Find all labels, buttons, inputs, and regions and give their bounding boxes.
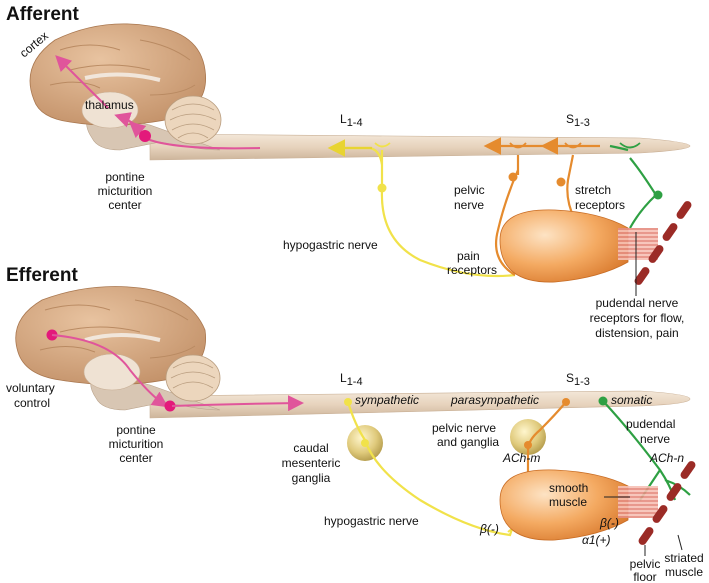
afferent-l-segment: L1-4 [340, 112, 363, 129]
smooth-muscle-label-1: smooth [549, 481, 588, 495]
efferent-bladder [499, 469, 658, 541]
efferent-pmc-label-3: center [119, 451, 152, 465]
afferent-pelvic-dot [508, 172, 518, 182]
pain-label-1: pain [457, 249, 480, 263]
efferent-brain [15, 286, 221, 411]
afferent-pmc-label-1: pontine [105, 170, 145, 184]
efferent-panel: Efferent voluntary control pontine mictu… [6, 265, 704, 583]
afferent-pudendal-dot [653, 190, 663, 200]
afferent-pudendal-nerve [609, 144, 657, 229]
afferent-pathway-to-thalamus [129, 121, 261, 150]
afferent-pmc-label-3: center [108, 198, 141, 212]
pain-label-2: receptors [447, 263, 497, 277]
afferent-brain [29, 23, 222, 151]
afferent-pudendal-label-1: pudendal nerve [596, 296, 679, 310]
striated-label-1: striated [664, 551, 703, 565]
afferent-s-segment: S1-3 [566, 112, 590, 129]
afferent-striated-muscle [634, 201, 692, 285]
caudal-label-2: mesenteric [282, 456, 341, 470]
afferent-spinal-cord [149, 133, 691, 161]
beta-minus-left-label: β(-) [479, 522, 499, 536]
efferent-pmc-dot [164, 400, 176, 412]
pelvic-ganglia-label-1: pelvic nerve [432, 421, 496, 435]
afferent-pmc-dot [139, 130, 151, 142]
smooth-muscle-label-2: muscle [549, 495, 587, 509]
alpha-plus-label: α1(+) [582, 533, 611, 547]
efferent-title: Efferent [6, 265, 78, 286]
ach-m-label: ACh-m [502, 451, 540, 465]
efferent-pathway-pmc-to-cord [171, 395, 304, 412]
afferent-pmc-label-2: micturition [98, 184, 153, 198]
pelvic-floor-label-2: floor [633, 570, 656, 583]
afferent-pathway-to-thalamus-2 [114, 112, 141, 129]
pelvic-ganglia-label-2: and ganglia [437, 435, 499, 449]
afferent-cerebellum [164, 95, 222, 145]
sympathetic-label: sympathetic [355, 393, 419, 407]
efferent-pathway-cortex-to-pmc [51, 334, 169, 408]
efferent-hypogastric-nerve [346, 401, 517, 537]
caudal-label-3: ganglia [292, 471, 331, 485]
afferent-pudendal-label-2: receptors for flow, [590, 311, 685, 325]
afferent-pelvic-label-2: nerve [454, 198, 484, 212]
stretch-label-1: stretch [575, 183, 611, 197]
ach-n-label: ACh-n [649, 451, 684, 465]
afferent-title: Afferent [6, 4, 80, 25]
sympathetic-ganglion-dot [361, 439, 369, 447]
afferent-hypogastric-nerve [330, 146, 516, 278]
efferent-l-segment: L1-4 [340, 371, 363, 388]
parasympathetic-ganglion-dot [524, 441, 532, 449]
efferent-pudendal-label-1: pudendal [626, 417, 675, 431]
voluntary-label-2: control [14, 396, 50, 410]
voluntary-label-1: voluntary [6, 381, 55, 395]
pelvic-floor-label-1: pelvic [630, 557, 661, 571]
afferent-stretch-dot [556, 177, 566, 187]
efferent-cerebellum [165, 354, 221, 402]
thalamus-label: thalamus [85, 98, 134, 112]
afferent-pudendal-label-3: distension, pain [595, 326, 678, 340]
caudal-label-1: caudal [293, 441, 328, 455]
afferent-pelvic-label-1: pelvic [454, 183, 485, 197]
somatic-label: somatic [611, 393, 652, 407]
pelvic-ganglion [510, 419, 546, 455]
efferent-striated-muscle [638, 461, 696, 545]
afferent-hypogastric-dot [377, 183, 387, 193]
efferent-pudendal-label-2: nerve [640, 432, 670, 446]
efferent-hypogastric-label: hypogastric nerve [324, 514, 419, 528]
efferent-s-segment: S1-3 [566, 371, 590, 388]
beta-minus-right-label: β(-) [599, 516, 619, 530]
efferent-spinal-cord [149, 390, 691, 419]
afferent-pathway-to-cortex [55, 55, 109, 109]
efferent-pmc-label-2: micturition [109, 437, 164, 451]
parasympathetic-label: parasympathetic [450, 393, 539, 407]
striated-label-2: muscle [665, 565, 703, 579]
afferent-bladder [499, 209, 658, 283]
afferent-hypogastric-label: hypogastric nerve [283, 238, 378, 252]
afferent-panel: Afferent cortex thalamus pontine micturi… [6, 4, 692, 340]
stretch-label-2: receptors [575, 198, 625, 212]
efferent-pmc-label-1: pontine [116, 423, 156, 437]
